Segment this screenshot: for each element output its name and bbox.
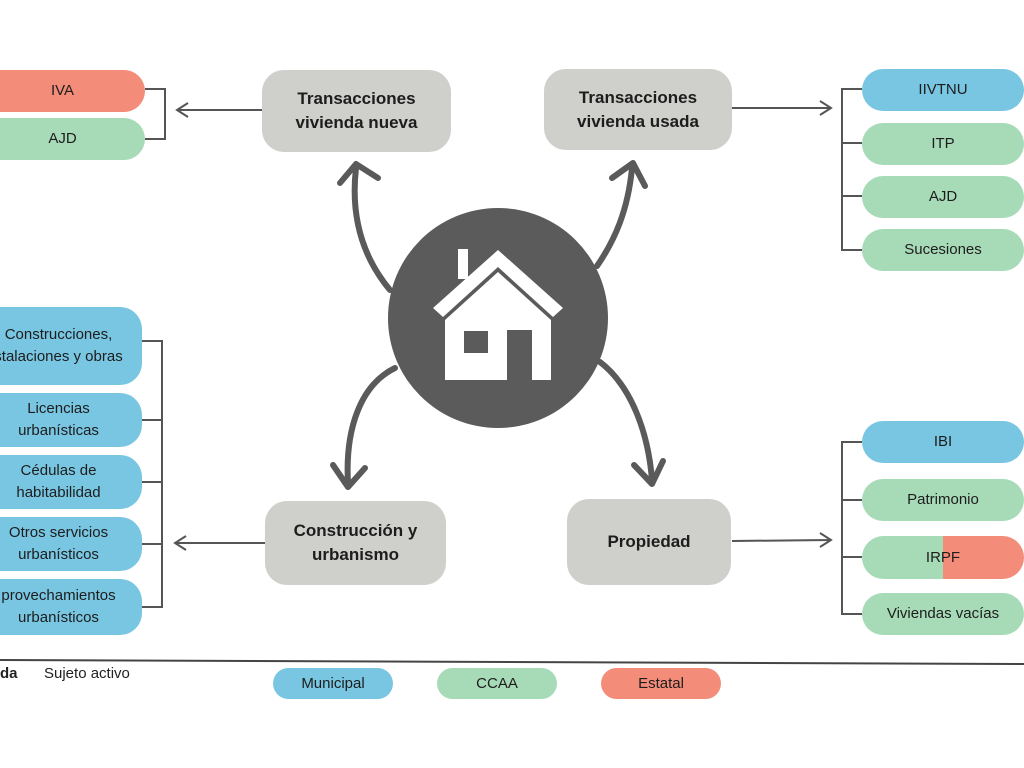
- arrow-construccion: [173, 535, 265, 551]
- tax-pill-construcciones: Construcciones, stalaciones y obras: [0, 307, 142, 385]
- tax-pill-iivtnu: IIVTNU: [862, 69, 1024, 111]
- tax-pill-iva: IVA: [0, 70, 145, 112]
- curve-arrow-construccion-head: [330, 462, 368, 490]
- legend-item-estatal: Estatal: [601, 668, 721, 699]
- bracket-propiedad: [841, 441, 862, 615]
- tax-pill-licencias: Licencias urbanísticas: [0, 393, 142, 447]
- arrow-propiedad: [731, 532, 833, 548]
- hub-propiedad: Propiedad: [567, 499, 731, 585]
- tax-pill-ajd-usada: AJD: [862, 176, 1024, 218]
- tax-pill-viviendas-vacias: Viviendas vacías: [862, 593, 1024, 635]
- curve-arrow-propiedad: [597, 359, 655, 483]
- tax-pill-itp: ITP: [862, 123, 1024, 165]
- tax-pill-aprovechamientos: provechamientos urbanísticos: [0, 579, 142, 635]
- tax-pill-sucesiones: Sucesiones: [862, 229, 1024, 271]
- tax-pill-ajd-nueva: AJD: [0, 118, 145, 160]
- legend-divider: [0, 659, 1024, 665]
- curve-arrow-construccion: [344, 365, 398, 486]
- curve-arrow-propiedad-head: [631, 458, 666, 487]
- tax-pill-ibi: IBI: [862, 421, 1024, 463]
- hub-transacciones-nueva: Transacciones vivienda nueva: [262, 70, 451, 152]
- arrow-usada: [732, 100, 833, 116]
- curve-arrow-nueva-head: [337, 161, 381, 186]
- legend-title: da: [0, 665, 18, 682]
- house-icon: [433, 249, 563, 380]
- hub-construccion: Construcción y urbanismo: [265, 501, 446, 585]
- curve-arrow-usada-head: [609, 160, 648, 189]
- arrow-nueva: [175, 102, 262, 118]
- hub-transacciones-usada: Transacciones vivienda usada: [544, 69, 732, 150]
- legend-item-municipal: Municipal: [273, 668, 393, 699]
- tax-pill-patrimonio: Patrimonio: [862, 479, 1024, 521]
- curve-arrow-usada: [594, 165, 635, 269]
- bracket-usada: [841, 88, 862, 251]
- tax-pill-irpf: IRPF: [862, 536, 1024, 579]
- center-circle: [388, 208, 608, 428]
- bracket-construccion: [142, 340, 163, 608]
- bracket-nueva: [145, 88, 166, 140]
- curve-arrow-nueva: [351, 165, 393, 293]
- legend-subtitle: Sujeto activo: [44, 665, 130, 682]
- tax-pill-cedulas: Cédulas de habitabilidad: [0, 455, 142, 509]
- tax-pill-otros-servicios: Otros servicios urbanísticos: [0, 517, 142, 571]
- legend-item-ccaa: CCAA: [437, 668, 557, 699]
